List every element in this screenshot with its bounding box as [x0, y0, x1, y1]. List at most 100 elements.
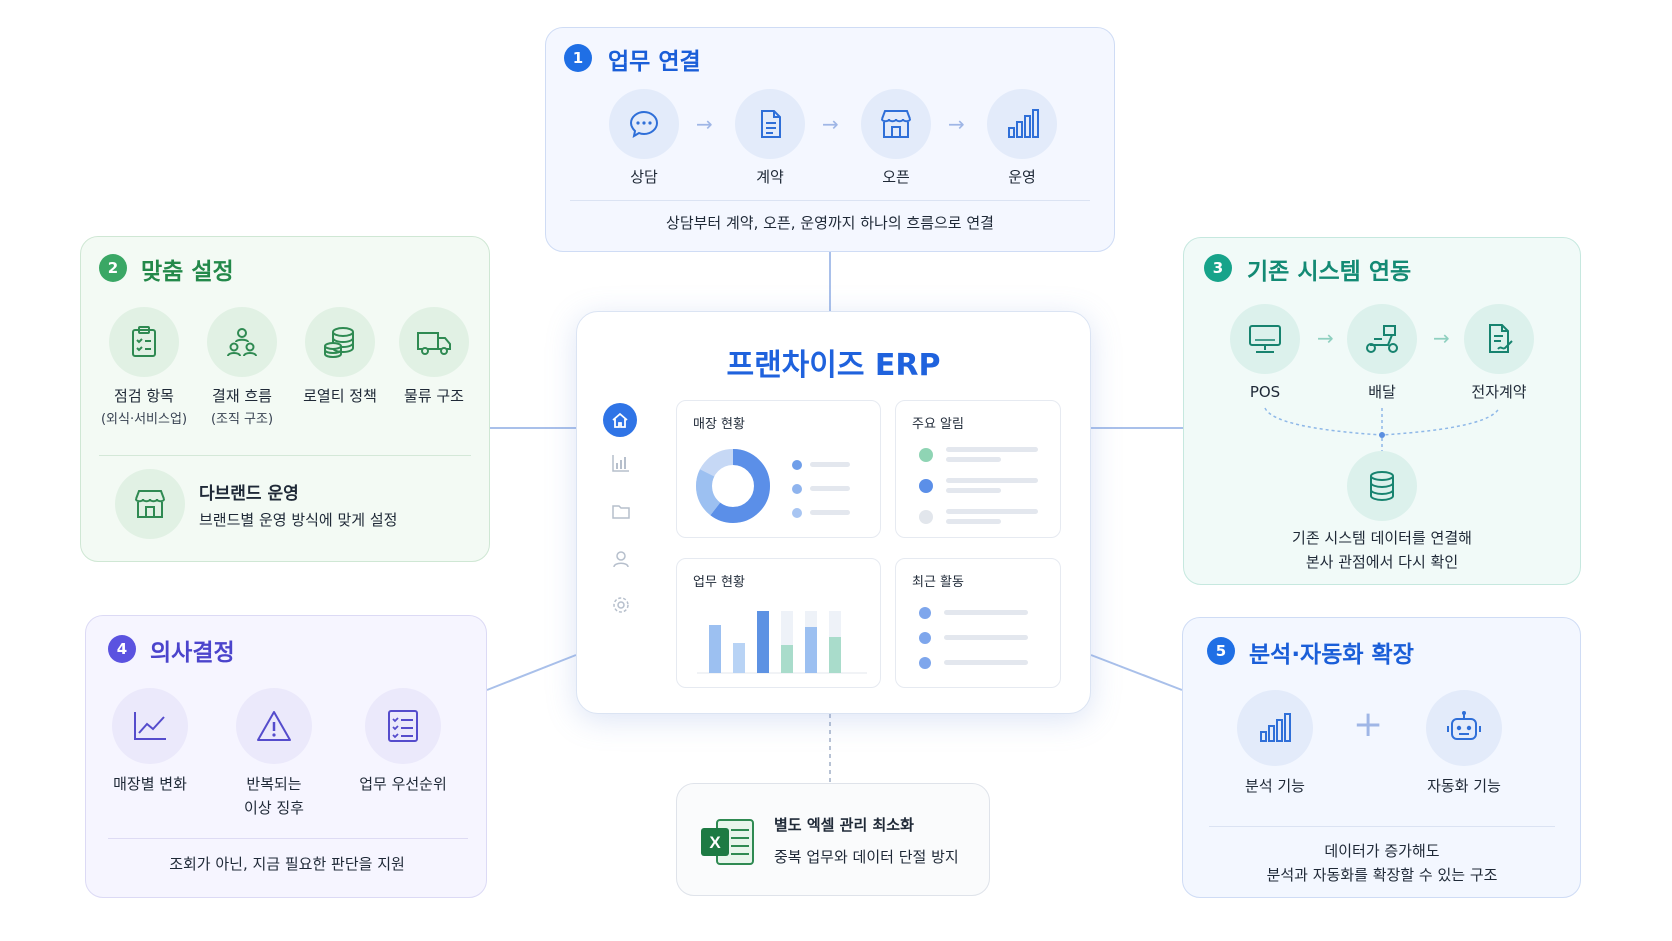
alert-line	[946, 519, 1001, 524]
chat-icon	[609, 89, 679, 159]
robot-icon	[1426, 690, 1502, 766]
store-icon	[115, 469, 185, 539]
card-footer-line2: 본사 관점에서 다시 확인	[1305, 553, 1459, 571]
recent-activity-panel: 최근 활동	[895, 558, 1061, 688]
item-label: 배달	[1368, 383, 1396, 401]
coins-icon	[305, 307, 375, 377]
alert-line	[946, 447, 1038, 452]
activity-dot	[919, 607, 931, 619]
trend-icon	[112, 688, 188, 764]
database-icon	[1347, 451, 1417, 521]
multibrand-desc: 브랜드별 운영 방식에 맞게 설정	[199, 511, 398, 529]
e-contract-icon	[1464, 304, 1534, 374]
card-title: 의사결정	[150, 640, 235, 666]
home-icon[interactable]	[603, 403, 637, 437]
item-label: 분석 기능	[1245, 777, 1305, 795]
excel-icon: X	[699, 816, 757, 872]
excel-title: 별도 엑셀 관리 최소화	[774, 816, 914, 834]
item-label: 물류 구조	[404, 387, 464, 405]
step-number-badge: 3	[1204, 254, 1232, 282]
activity-dot	[919, 657, 931, 669]
legend-line	[810, 462, 850, 467]
activity-line	[944, 635, 1028, 640]
step-label: 계약	[756, 168, 784, 186]
step-number-badge: 1	[564, 44, 592, 72]
card-title: 기존 시스템 연동	[1247, 259, 1412, 285]
step-number-badge: 2	[99, 254, 127, 282]
step-number-badge: 5	[1207, 637, 1235, 665]
custom-settings-card: 2 맞춤 설정 점검 항목 (외식·서비스업) 결재 흐름 (조직 구조) 로열…	[80, 236, 490, 562]
divider	[99, 455, 471, 456]
card-footer: 상담부터 계약, 오픈, 운영까지 하나의 흐름으로 연결	[666, 214, 994, 232]
erp-dashboard-mockup: 프랜차이즈 ERP 매장 현황 주요 알림	[576, 311, 1091, 714]
divider	[570, 200, 1090, 201]
pos-icon	[1230, 304, 1300, 374]
alert-line	[946, 478, 1038, 483]
item-label: 이상 징후	[244, 799, 304, 817]
donut-chart	[696, 449, 770, 523]
card-title: 분석·자동화 확장	[1249, 642, 1414, 668]
bar-chart	[697, 611, 867, 674]
alert-dot	[919, 448, 933, 462]
truck-icon	[399, 307, 469, 377]
alert-dot	[919, 479, 933, 493]
legend-dot	[792, 460, 802, 470]
card-footer-line2: 분석과 자동화를 확장할 수 있는 구조	[1266, 866, 1498, 884]
item-sublabel: (조직 구조)	[210, 412, 274, 427]
panel-title: 매장 현황	[693, 417, 745, 432]
scooter-icon	[1347, 304, 1417, 374]
chart-icon[interactable]	[611, 453, 631, 477]
multibrand-title: 다브랜드 운영	[199, 484, 299, 504]
gear-icon[interactable]	[611, 595, 631, 619]
card-title: 맞춤 설정	[141, 259, 234, 285]
activity-line	[944, 610, 1028, 615]
folder-icon[interactable]	[611, 501, 631, 525]
plus-sign: +	[1353, 704, 1384, 745]
item-label: 로열티 정책	[303, 387, 377, 405]
excel-minimize-card: X 별도 엑셀 관리 최소화 중복 업무와 데이터 단절 방지	[676, 783, 990, 896]
erp-title: 프랜차이즈 ERP	[726, 348, 941, 383]
priority-list-icon	[365, 688, 441, 764]
dotted-connectors	[1264, 407, 1500, 452]
store-icon	[861, 89, 931, 159]
step-number-badge: 4	[108, 635, 136, 663]
card-footer: 조회가 아닌, 지금 필요한 판단을 지원	[169, 855, 405, 873]
arrow-right-icon: →	[1433, 326, 1450, 350]
divider	[108, 838, 468, 839]
activity-line	[944, 660, 1028, 665]
item-label: POS	[1249, 383, 1281, 401]
panel-title: 최근 활동	[912, 575, 964, 590]
work-status-panel: 업무 현황	[676, 558, 881, 688]
legend-line	[810, 486, 850, 491]
panel-title: 주요 알림	[912, 417, 964, 432]
system-integration-card: 3 기존 시스템 연동 → → POS 배달 전자계약 기존 시스템 데이터를 …	[1183, 237, 1581, 585]
step-label: 운영	[1008, 168, 1036, 186]
checklist-icon	[109, 307, 179, 377]
legend-line	[810, 510, 850, 515]
arrow-right-icon: →	[948, 112, 965, 136]
item-label: 자동화 기능	[1427, 777, 1501, 795]
analytics-automation-card: 5 분석·자동화 확장 + 분석 기능 자동화 기능 데이터가 증가해도 분석과…	[1182, 617, 1581, 898]
user-icon[interactable]	[611, 549, 631, 573]
card-footer-line1: 데이터가 증가해도	[1324, 842, 1440, 860]
svg-text:X: X	[709, 833, 721, 852]
bar-chart-icon	[987, 89, 1057, 159]
item-label: 결재 흐름	[212, 387, 272, 405]
item-label: 매장별 변화	[113, 775, 187, 793]
arrow-right-icon: →	[822, 112, 839, 136]
bar-chart-icon	[1237, 690, 1313, 766]
legend-dot	[792, 484, 802, 494]
alerts-panel: 주요 알림	[895, 400, 1061, 538]
alert-line	[946, 488, 1001, 493]
decision-card: 4 의사결정 매장별 변화 반복되는 이상 징후 업무 우선순위 조회가 아닌,…	[85, 615, 487, 898]
document-icon	[735, 89, 805, 159]
item-label: 업무 우선순위	[359, 775, 447, 793]
alert-line	[946, 509, 1038, 514]
item-label: 반복되는	[246, 775, 302, 793]
alert-dot	[919, 510, 933, 524]
activity-dot	[919, 632, 931, 644]
sales-panel: 매장 현황	[676, 400, 881, 538]
legend-dot	[792, 508, 802, 518]
panel-title: 업무 현황	[693, 575, 745, 590]
